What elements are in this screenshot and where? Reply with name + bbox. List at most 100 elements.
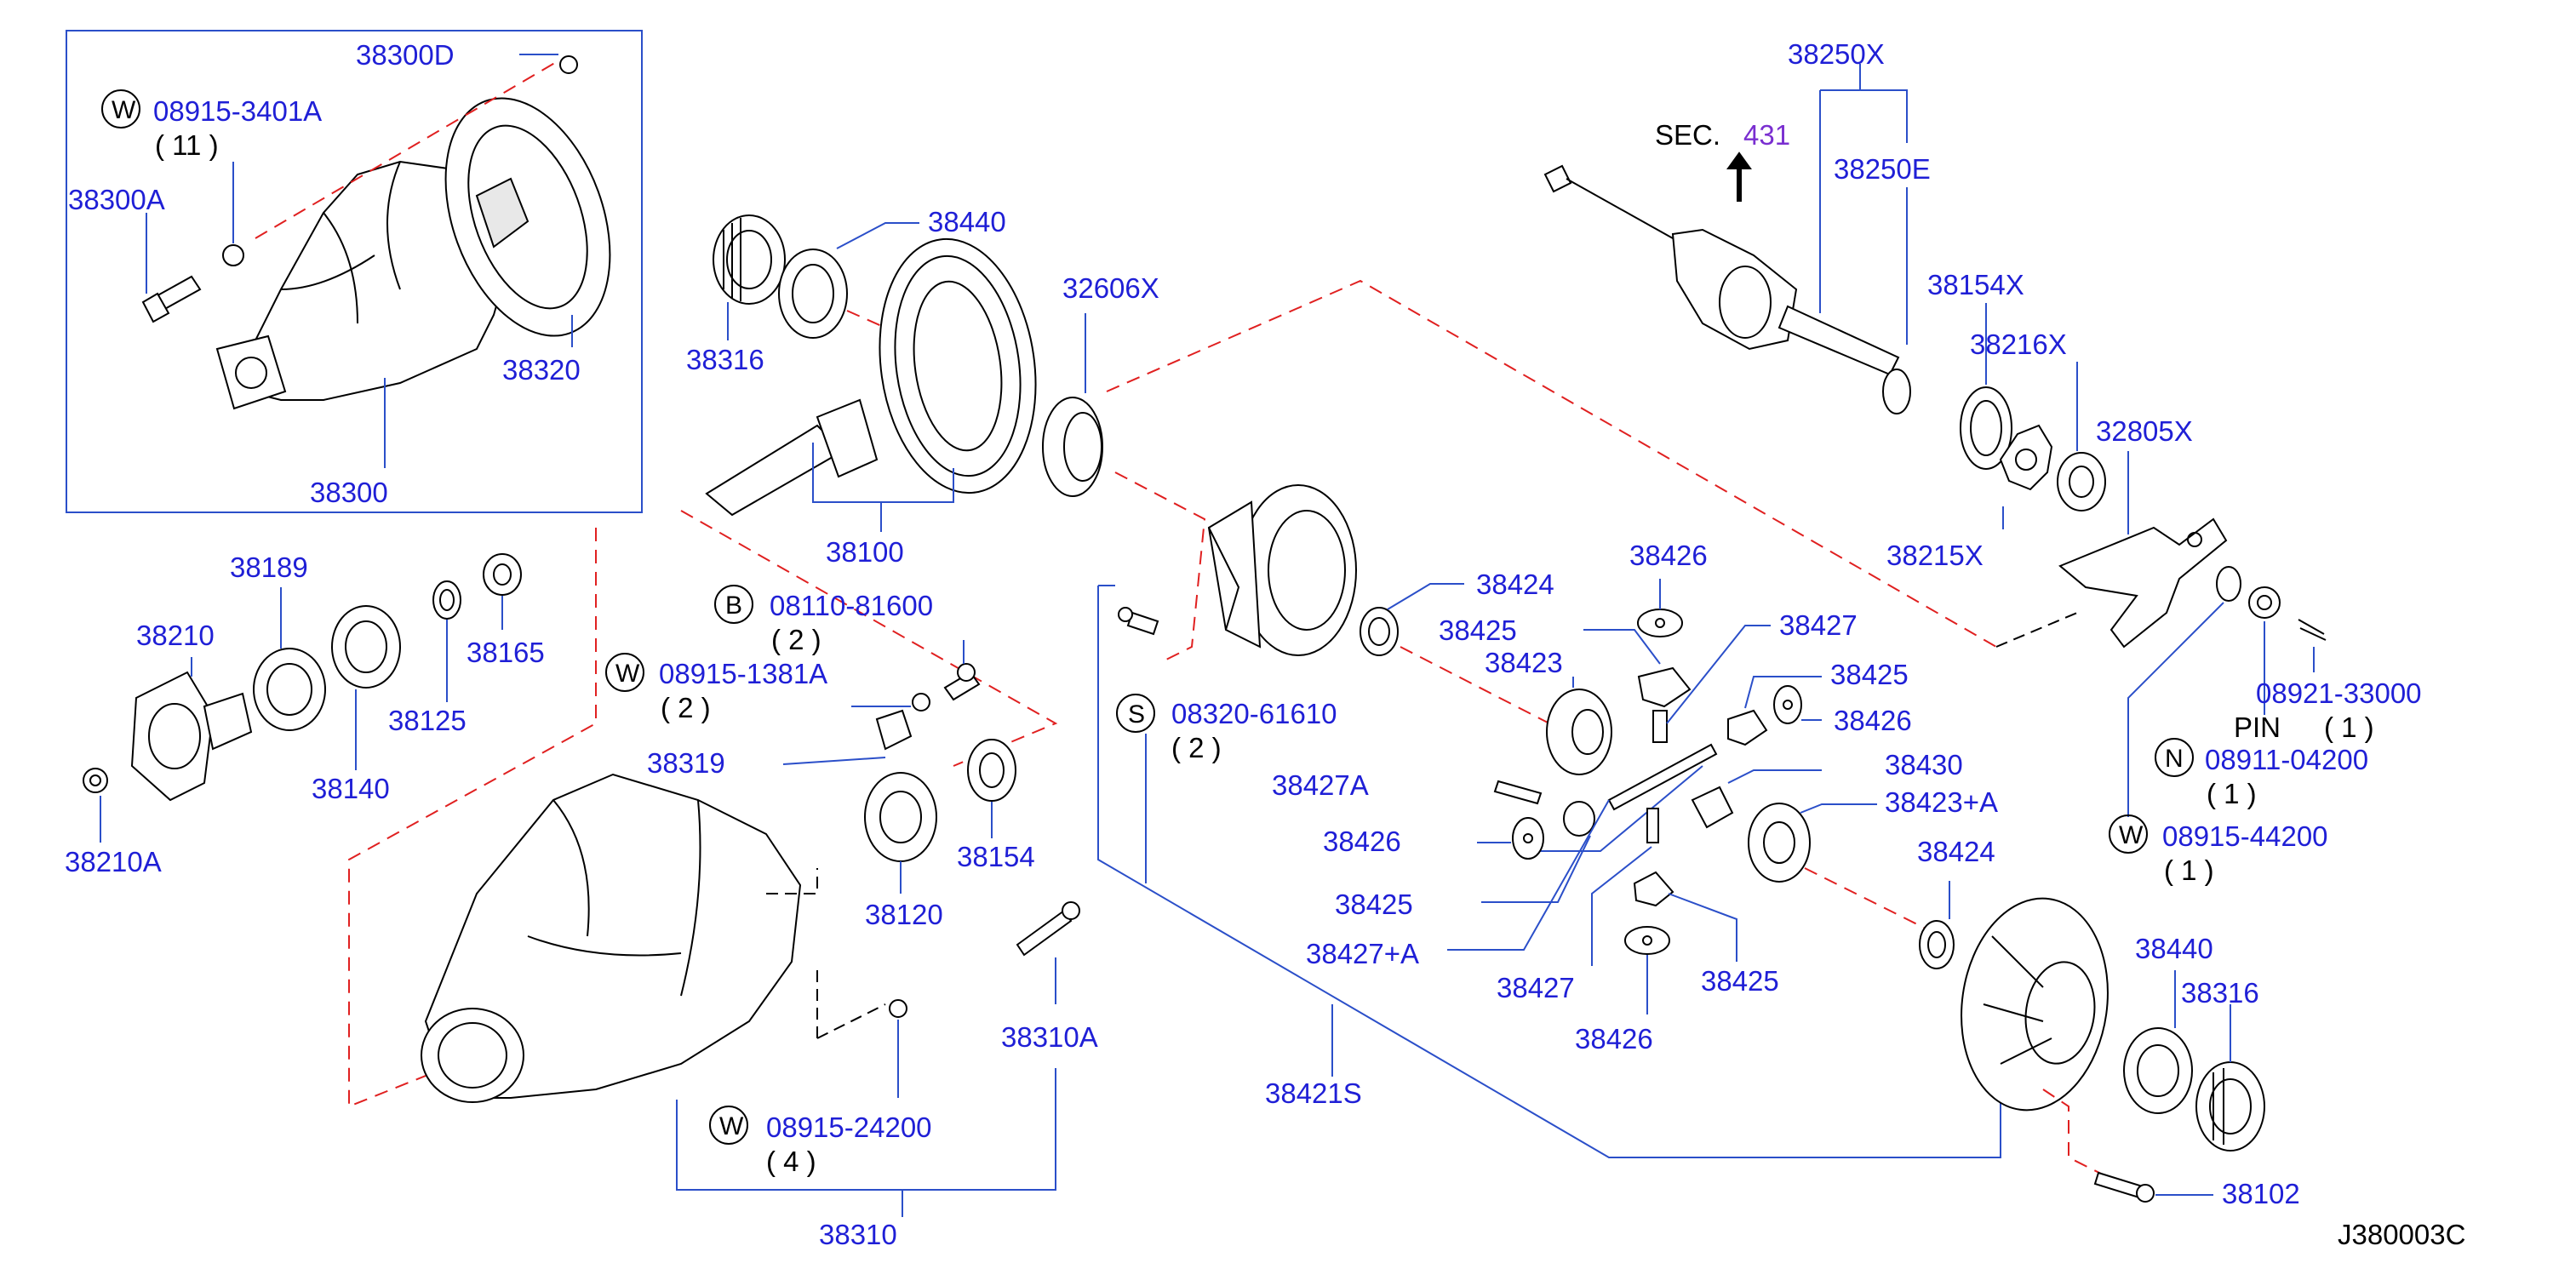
phantom-line [680,510,1058,767]
washer-38300D [559,55,578,74]
pinion-mate-38425-bottom [1633,871,1674,907]
flange-yoke-32805X [2058,517,2228,649]
dash-line [1995,612,2078,648]
label-38440-top: 38440 [928,206,1006,237]
nut-callout-circle [2155,738,2194,777]
shim-38154X-inner [1970,400,2002,456]
section-ref-prefix: SEC. [1655,119,1720,151]
label-08915-3401A: 08915-3401A [153,95,322,127]
label-38426-c: 38426 [1575,1023,1653,1054]
label-38140: 38140 [312,773,390,804]
ring-gear-38100 [705,237,1037,517]
washer-callout-circle-44200 [2109,814,2148,854]
washer-08915-1381A [912,693,930,712]
leader-line [676,1068,1056,1191]
pin-38427-b [1646,808,1659,843]
label-38310: 38310 [819,1219,897,1250]
phantom-line [1114,471,1206,660]
washer-38165 [483,553,522,596]
stud-38310A [1016,901,1080,957]
label-38426-a: 38426 [1323,826,1401,857]
leader-line [1666,625,1771,724]
washer-callout-circle-24200 [709,1106,748,1145]
thrust-washer-38424-b [1919,920,1955,969]
label-38154X: 38154X [1927,269,2024,300]
thrust-washer-38424-a [1360,607,1399,656]
label-38426-b: 38426 [1834,705,1912,736]
label-38319: 38319 [647,747,725,779]
bearing-38440-b [2123,1027,2193,1114]
lock-plate-38215X [1999,424,2053,491]
label-38425-d: 38425 [1701,965,1779,997]
washer-callout-letter-44200: W [2119,821,2144,849]
label-38425-a: 38425 [1439,614,1517,646]
label-08915-1381A: 08915-1381A [659,658,827,689]
label-08921-33000: 08921-33000 [2256,677,2422,709]
breather-38319 [875,709,913,751]
leader-line [812,443,954,503]
section-ref-link[interactable]: 431 [1743,119,1790,151]
label-38210A: 38210A [65,846,162,877]
label-38421S: 38421S [1265,1077,1362,1109]
block-38430 [1691,786,1734,829]
phantom-line [2042,1089,2104,1175]
washer-callout-letter-24200: W [719,1112,744,1140]
washer-08915-3401A [222,244,244,266]
label-08110-81600: 08110-81600 [770,590,933,621]
leader-line [1583,629,1661,665]
pilot-bearing-38120 [864,772,937,862]
leader-line [1800,803,1877,814]
label-32805X: 32805X [2096,415,2193,447]
thrust-washer-38426-bottom [1624,926,1670,955]
label-38316-top: 38316 [686,344,764,375]
leader-line [1447,799,1610,951]
nut-38216X [2057,452,2106,511]
dash-line [766,868,818,894]
leader-line [2127,602,2224,817]
differential-case-38421S [1207,484,1357,656]
label-08915-44200: 08915-44200 [2162,820,2328,852]
pin-38427-a [1652,710,1668,743]
nut-callout-letter: N [2165,745,2184,773]
label-38425-b: 38425 [1335,889,1413,920]
label-38316-b: 38316 [2181,977,2259,1009]
phantom-line [348,528,597,1108]
label-32606X: 32606X [1062,272,1159,304]
leader-line [1524,765,1703,852]
spacer-38125 [432,580,461,620]
phantom-line [1804,867,1925,929]
label-38440-b: 38440 [2135,933,2213,964]
label-38425-c: 38425 [1830,659,1909,690]
qty-1-nut: ( 1 ) [2207,778,2257,809]
label-38250E: 38250E [1834,153,1931,185]
pinion-bearing-38316-b [2195,1061,2265,1152]
oil-seal-38189 [253,648,326,731]
o-ring-38250E [1882,369,1911,414]
pinion-mate-38425-right [1727,709,1768,746]
label-38154: 38154 [957,841,1035,872]
thrust-washer-38426-left [1512,817,1544,860]
side-gear-38423 [1546,689,1612,775]
pinion-mate-38425-top [1637,666,1692,708]
nut-38210A [83,768,108,793]
side-shaft-38250X [1543,164,1900,376]
label-38424-a: 38424 [1476,569,1554,600]
bearing-38140 [331,605,401,689]
label-08915-24200: 08915-24200 [766,1112,932,1143]
screw-callout-circle [1116,694,1155,733]
pinion-bearing-38316-top [713,214,786,305]
nut-08911-04200 [2248,586,2281,619]
label-38423pA: 38423+A [1885,786,1998,818]
bolt-38300A [141,275,202,323]
qty-2-bolt: ( 2 ) [771,624,821,655]
thrust-washer-38426-top [1637,609,1683,637]
label-38125: 38125 [388,705,467,736]
washer-callout-letter-1381A: W [615,660,640,688]
label-38165: 38165 [467,637,545,668]
washer-callout-letter: W [112,96,136,124]
section-arrow [1726,151,1752,202]
pinion-shaft-38430 [1607,743,1718,811]
leader-line [1668,893,1737,962]
qty-4: ( 4 ) [766,1146,816,1177]
